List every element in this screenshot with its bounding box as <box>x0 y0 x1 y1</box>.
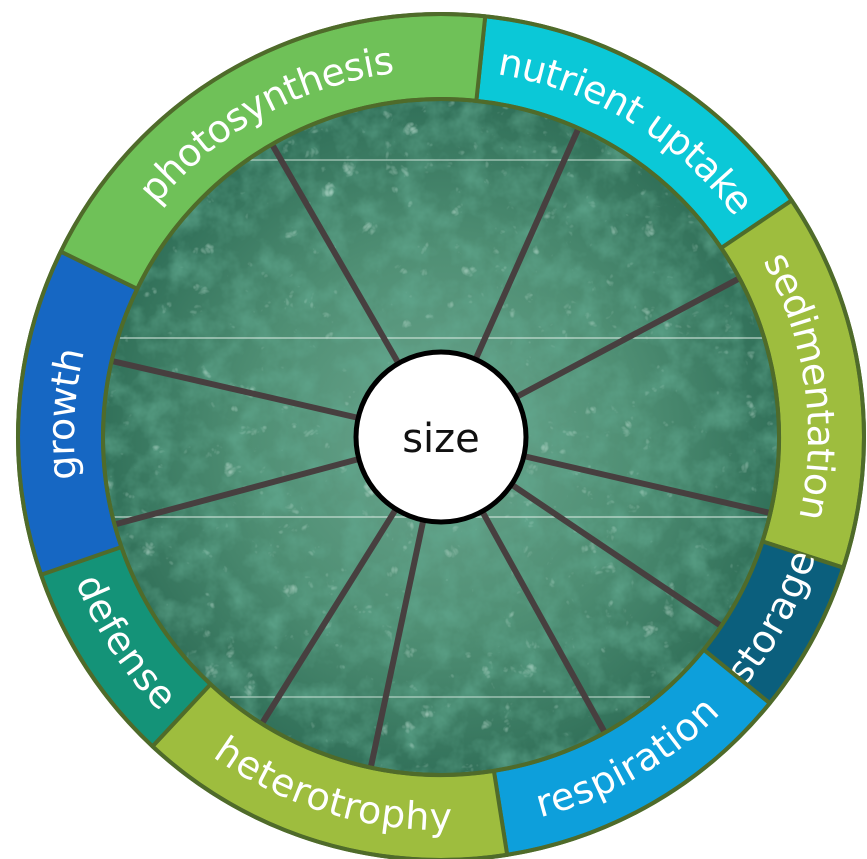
center-label: size <box>402 416 480 462</box>
center-node: size <box>356 352 526 522</box>
